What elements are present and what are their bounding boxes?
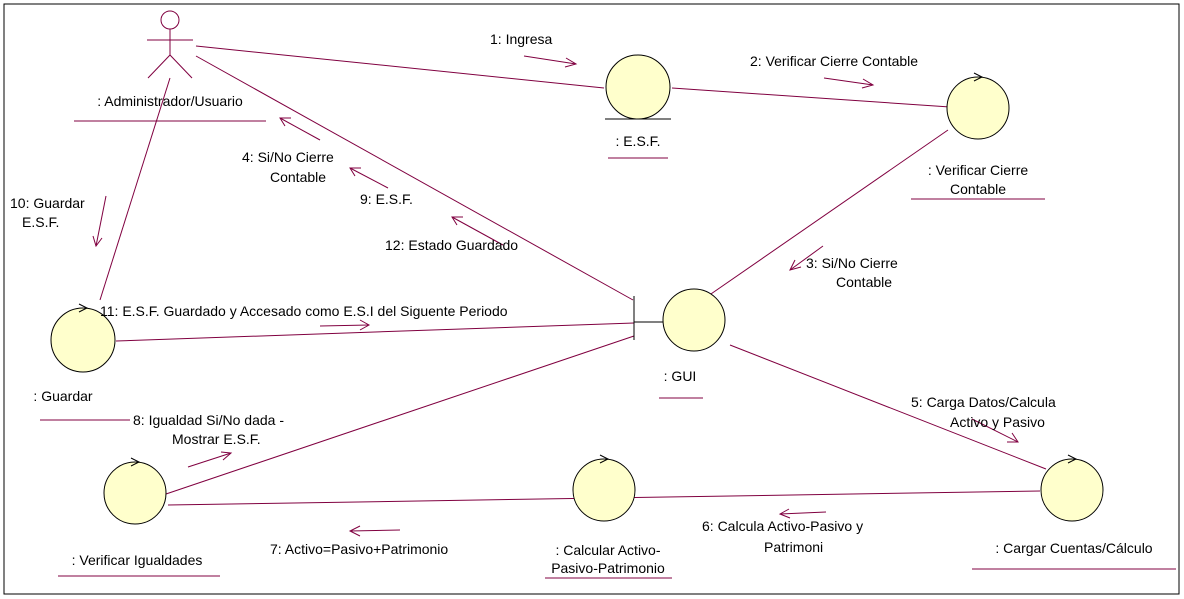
arrow-m11 <box>319 319 371 331</box>
arrow-m10 <box>92 195 107 248</box>
arrow-m5 <box>971 418 1019 443</box>
link-verificar-igualdades-gui <box>165 335 635 495</box>
arrow-m9 <box>349 167 389 189</box>
message-8-label-line1: 8: Igualdad Si/No dada - <box>133 412 284 428</box>
control-arrowhead <box>78 303 89 313</box>
control-circle <box>1040 458 1104 522</box>
message-11-label: 11: E.S.F. Guardado y Accesado como E.S.… <box>100 303 508 319</box>
arrow-m4 <box>279 117 321 141</box>
message-2-label: 2: Verificar Cierre Contable <box>750 53 918 69</box>
control-verificar-cierre[interactable] <box>946 72 1010 140</box>
message-6-label-line2: Patrimoni <box>764 539 823 555</box>
boundary-gui[interactable] <box>633 288 726 352</box>
link-actor-gui <box>195 55 634 301</box>
control-cargar[interactable] <box>1040 454 1104 522</box>
message-8-label-line2: Mostrar E.S.F. <box>172 431 261 447</box>
message-3-label-line2: Contable <box>836 274 892 290</box>
message-5-label-line1: 5: Carga Datos/Calcula <box>911 394 1056 410</box>
message-4-label-line2: Contable <box>270 169 326 185</box>
arrow-m7 <box>348 525 401 537</box>
arrow-m3 <box>789 245 824 271</box>
arrow-m6 <box>778 508 827 519</box>
control-guardar[interactable] <box>50 303 116 373</box>
actor-label: : Administrador/Usuario <box>97 93 243 109</box>
control-calcular[interactable] <box>572 454 636 522</box>
arrow-m1 <box>523 55 578 68</box>
message-7-label: 7: Activo=Pasivo+Patrimonio <box>270 541 448 557</box>
entity-esf[interactable] <box>605 54 671 120</box>
message-10-label-line1: 10: Guardar <box>10 195 85 211</box>
actor-administrador[interactable] <box>147 10 193 79</box>
control-arrowhead <box>599 454 610 464</box>
control-circle <box>50 307 116 373</box>
message-10-label-line2: E.S.F. <box>22 214 59 230</box>
arrow-m8 <box>187 451 233 468</box>
link-verificar-cierre-gui <box>707 129 949 297</box>
control-circle <box>572 458 636 522</box>
control-arrowhead <box>973 72 984 82</box>
message-9-label: 9: E.S.F. <box>360 191 413 207</box>
verificar-igualdades-label: : Verificar Igualdades <box>72 552 203 568</box>
actor-right-leg <box>169 54 193 79</box>
link-actor-guardar <box>99 77 171 301</box>
entity-circle <box>605 54 671 120</box>
link-esf-verificar-cierre <box>671 87 951 108</box>
calcular-label-line1: : Calcular Activo- <box>555 542 660 558</box>
verificar-cierre-label-line2: Contable <box>950 181 1006 197</box>
control-arrowhead <box>1067 454 1078 464</box>
cargar-label: : Cargar Cuentas/Cálculo <box>995 540 1152 556</box>
verificar-cierre-label-line1: : Verificar Cierre <box>928 162 1029 178</box>
boundary-circle <box>662 288 726 352</box>
gui-label: : GUI <box>664 368 697 384</box>
guardar-label: : Guardar <box>33 388 92 404</box>
link-guardar-gui <box>115 322 635 342</box>
message-5-label-line2: Activo y Pasivo <box>950 414 1045 430</box>
control-verificar-igualdades[interactable] <box>103 457 167 525</box>
message-6-label-line1: 6: Calcula Activo-Pasivo y <box>702 518 863 534</box>
link-actor-esf <box>195 45 605 89</box>
message-12-label: 12: Estado Guardado <box>385 237 518 253</box>
control-circle <box>946 76 1010 140</box>
actor-left-leg <box>147 54 171 79</box>
control-arrowhead <box>130 457 141 467</box>
arrow-m12 <box>451 216 504 246</box>
calcular-label-line2: Pasivo-Patrimonio <box>551 560 665 576</box>
link-gui-cargar <box>729 344 1047 470</box>
arrow-m2 <box>823 77 875 89</box>
message-4-label-line1: 4: Si/No Cierre <box>242 149 334 165</box>
message-3-label-line1: 3: Si/No Cierre <box>806 255 898 271</box>
message-arrows <box>92 55 1019 537</box>
esf-label: : E.S.F. <box>615 133 660 149</box>
message-1-label: 1: Ingresa <box>490 31 552 47</box>
control-circle <box>103 461 167 525</box>
